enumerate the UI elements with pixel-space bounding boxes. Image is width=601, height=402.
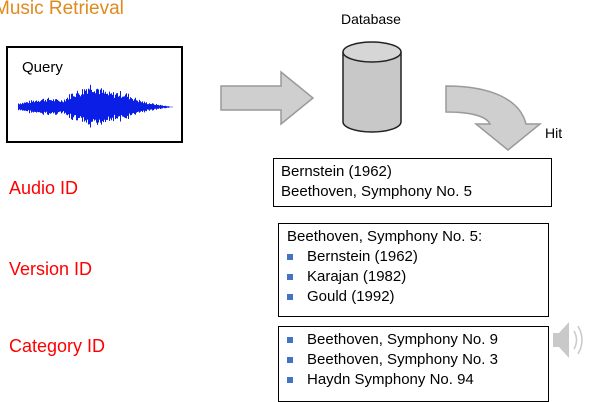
result-box-version-id: Beethoven, Symphony No. 5: Bernstein (19… [278, 223, 549, 317]
bullet-icon [287, 377, 293, 383]
result-box-category-id: Beethoven, Symphony No. 9 Beethoven, Sym… [278, 326, 549, 402]
list-item: Karajan (1982) [287, 267, 548, 287]
category-label-version-id: Version ID [9, 259, 93, 279]
result-list: Beethoven, Symphony No. 9 Beethoven, Sym… [287, 330, 548, 390]
list-item: Gould (1992) [287, 287, 548, 307]
result-line: Bernstein (1962) [281, 163, 392, 180]
hit-label: Hit [545, 125, 563, 141]
diagram-title: Music Retrieval [0, 0, 124, 19]
database-cylinder-icon [342, 41, 402, 133]
arrow-right-icon [220, 70, 315, 126]
list-item-text: Beethoven, Symphony No. 9 [307, 331, 498, 348]
query-box: Query [6, 46, 183, 143]
result-line: Beethoven, Symphony No. 5 [281, 183, 472, 200]
audio-waveform-icon [18, 84, 173, 128]
result-box-audio-id: Bernstein (1962) Beethoven, Symphony No.… [273, 158, 552, 207]
list-item-text: Gould (1992) [307, 288, 395, 305]
bullet-icon [287, 254, 293, 260]
list-item-text: Haydn Symphony No. 94 [307, 371, 474, 388]
list-item: Beethoven, Symphony No. 9 [287, 330, 548, 350]
bullet-icon [287, 337, 293, 343]
list-item: Beethoven, Symphony No. 3 [287, 350, 548, 370]
bullet-icon [287, 274, 293, 280]
curved-arrow-icon [445, 85, 543, 151]
list-item: Haydn Symphony No. 94 [287, 370, 548, 390]
query-label: Query [22, 59, 63, 76]
list-item-text: Bernstein (1962) [307, 248, 418, 265]
bullet-icon [287, 294, 293, 300]
category-label-audio-id: Audio ID [9, 178, 79, 198]
bullet-icon [287, 357, 293, 363]
database-label: Database [341, 11, 401, 27]
speaker-icon [553, 322, 583, 358]
list-item: Bernstein (1962) [287, 247, 548, 267]
waveform-trace [18, 84, 173, 128]
list-item-text: Beethoven, Symphony No. 3 [307, 351, 498, 368]
list-item-text: Karajan (1982) [307, 268, 407, 285]
result-line: Beethoven, Symphony No. 5: [287, 228, 483, 245]
result-list: Bernstein (1962) Karajan (1982) Gould (1… [287, 247, 548, 307]
category-label-category-id: Category ID [9, 336, 106, 356]
